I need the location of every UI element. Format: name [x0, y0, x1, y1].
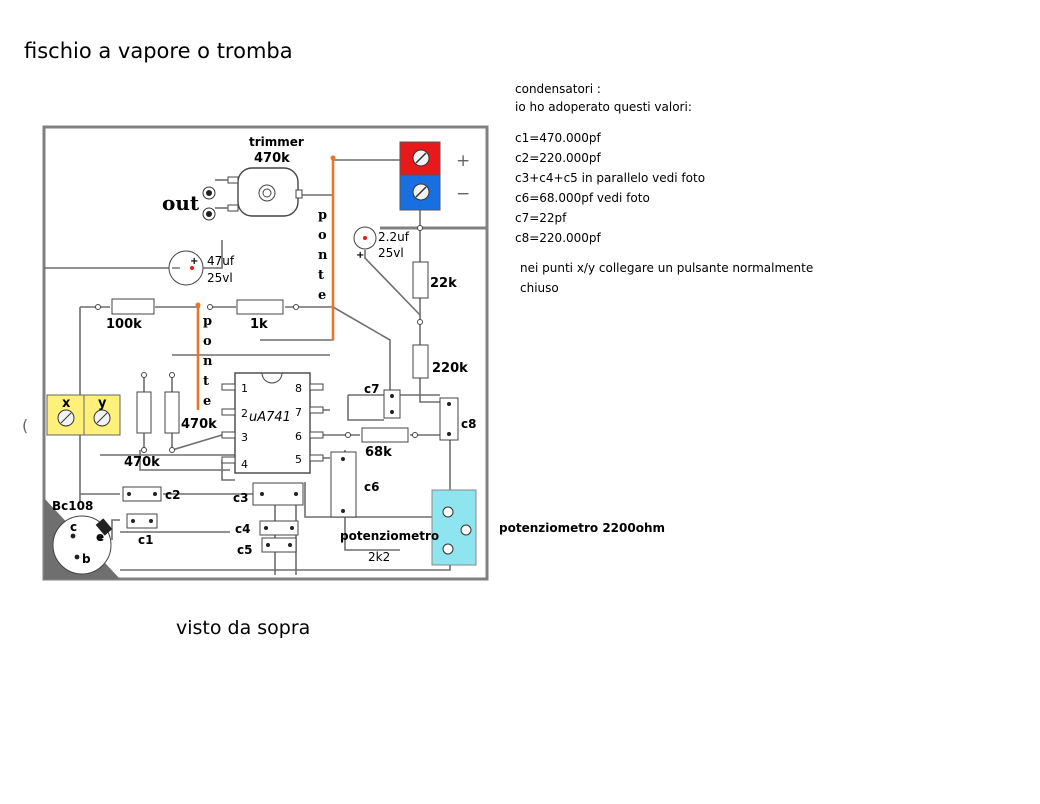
- instruction-line-2: chiuso: [520, 281, 559, 295]
- resistor-470k-b: 470k: [164, 391, 217, 434]
- instruction-line-1: nei punti x/y collegare un pulsante norm…: [520, 261, 813, 275]
- svg-text:5: 5: [295, 453, 302, 466]
- pad-x-label: x: [62, 396, 71, 411]
- resistor-1k: 1k: [236, 299, 284, 332]
- page-title: fischio a vapore o tromba: [24, 39, 293, 63]
- svg-text:o: o: [203, 334, 212, 349]
- ponte-label-right: p o n t e: [318, 208, 328, 303]
- pad-y-label: y: [98, 396, 107, 411]
- left-mark: (: [22, 416, 28, 435]
- ua741-chip: uA741 1 2 3 4 8 7 6 5: [221, 372, 324, 474]
- note-c6: c6=68.000pf vedi foto: [515, 191, 650, 205]
- svg-text:470k: 470k: [124, 455, 160, 470]
- svg-text:+: +: [190, 256, 198, 267]
- note-c1: c1=470.000pf: [515, 131, 602, 145]
- svg-text:220k: 220k: [432, 361, 468, 376]
- svg-text:c4: c4: [235, 522, 250, 536]
- svg-text:c5: c5: [237, 543, 252, 557]
- svg-text:3: 3: [241, 431, 248, 444]
- resistor-68k: 68k: [361, 427, 409, 460]
- notes-block: condensatori : io ho adoperato questi va…: [499, 82, 813, 535]
- capacitor-c2: c2: [122, 486, 180, 502]
- svg-text:t: t: [318, 268, 324, 283]
- resistor-470k-a: 470k: [124, 391, 160, 470]
- power-terminal: + −: [399, 141, 470, 211]
- svg-text:6: 6: [295, 430, 302, 443]
- xy-pads: x y (: [22, 394, 121, 436]
- svg-text:22k: 22k: [430, 276, 457, 291]
- junctions: [95, 225, 423, 453]
- chip-label: uA741: [249, 410, 291, 425]
- svg-text:c2: c2: [165, 488, 180, 502]
- svg-text:e: e: [203, 394, 211, 409]
- svg-text:b: b: [82, 552, 91, 566]
- capacitor-c3: c3: [233, 482, 304, 506]
- view-caption: visto da sopra: [176, 617, 310, 639]
- svg-text:4: 4: [241, 458, 248, 471]
- capacitor-c7: c7: [364, 382, 401, 419]
- capacitor-c8: c8: [439, 397, 476, 441]
- cap-2u2-value: 2.2uf: [378, 230, 410, 244]
- resistor-22k: 22k: [412, 261, 457, 299]
- svg-text:+: +: [356, 250, 364, 261]
- svg-text:470k: 470k: [181, 417, 217, 432]
- trimmer-label: trimmer: [249, 135, 304, 149]
- resistor-100k: 100k: [106, 298, 155, 332]
- pot-note: potenziometro 2200ohm: [499, 521, 665, 535]
- svg-text:2: 2: [241, 407, 248, 420]
- svg-text:n: n: [203, 354, 213, 369]
- svg-text:n: n: [318, 248, 328, 263]
- note-c2: c2=220.000pf: [515, 151, 602, 165]
- cap-2u2-voltage: 25vl: [378, 246, 404, 260]
- wires: [44, 159, 451, 575]
- svg-text:c1: c1: [138, 533, 153, 547]
- out-label: out: [162, 191, 200, 215]
- capacitor-c5: c5: [237, 537, 297, 557]
- svg-text:c7: c7: [364, 382, 379, 396]
- minus-sign: −: [456, 184, 470, 204]
- trimmer: trimmer 470k out: [162, 135, 304, 221]
- capacitor-c4: c4: [235, 520, 299, 536]
- notes-header-1: condensatori :: [515, 82, 601, 96]
- svg-text:t: t: [203, 374, 209, 389]
- svg-text:e: e: [96, 530, 104, 544]
- ponte-label-left: p o n t e: [203, 314, 213, 409]
- capacitor-2u2: + 2.2uf 25vl: [353, 226, 410, 261]
- svg-text:o: o: [318, 228, 327, 243]
- svg-text:7: 7: [295, 406, 302, 419]
- svg-text:c: c: [70, 520, 77, 534]
- svg-text:c6: c6: [364, 480, 379, 494]
- svg-text:1: 1: [241, 382, 248, 395]
- note-c8: c8=220.000pf: [515, 231, 602, 245]
- transistor-bc108: Bc108 c e b: [52, 499, 113, 575]
- svg-text:e: e: [318, 288, 326, 303]
- trimmer-value: 470k: [254, 151, 290, 166]
- capacitor-47u: + 47uf 25vl: [168, 250, 235, 286]
- capacitor-c1: c1: [126, 513, 158, 547]
- svg-text:c8: c8: [461, 417, 476, 431]
- capacitor-c6: c6: [330, 451, 379, 518]
- ponte-bridges: [195, 155, 336, 410]
- cap-47u-voltage: 25vl: [207, 271, 233, 285]
- svg-text:p: p: [203, 314, 212, 329]
- svg-text:c3: c3: [233, 491, 248, 505]
- cap-47u-value: 47uf: [207, 254, 235, 268]
- notes-header-2: io ho adoperato questi valori:: [515, 100, 692, 114]
- transistor-label: Bc108: [52, 499, 93, 513]
- plus-sign: +: [456, 151, 470, 171]
- note-c7: c7=22pf: [515, 211, 567, 225]
- svg-text:68k: 68k: [365, 445, 392, 460]
- svg-text:8: 8: [295, 382, 302, 395]
- svg-text:100k: 100k: [106, 317, 142, 332]
- pot-value: 2k2: [368, 550, 390, 564]
- potentiometer: potenziometro 2k2: [340, 489, 477, 566]
- pot-label: potenziometro: [340, 529, 439, 543]
- note-c3c4c5: c3+c4+c5 in parallelo vedi foto: [515, 171, 705, 185]
- svg-text:p: p: [318, 208, 327, 223]
- svg-text:1k: 1k: [250, 317, 268, 332]
- resistor-220k: 220k: [412, 344, 468, 379]
